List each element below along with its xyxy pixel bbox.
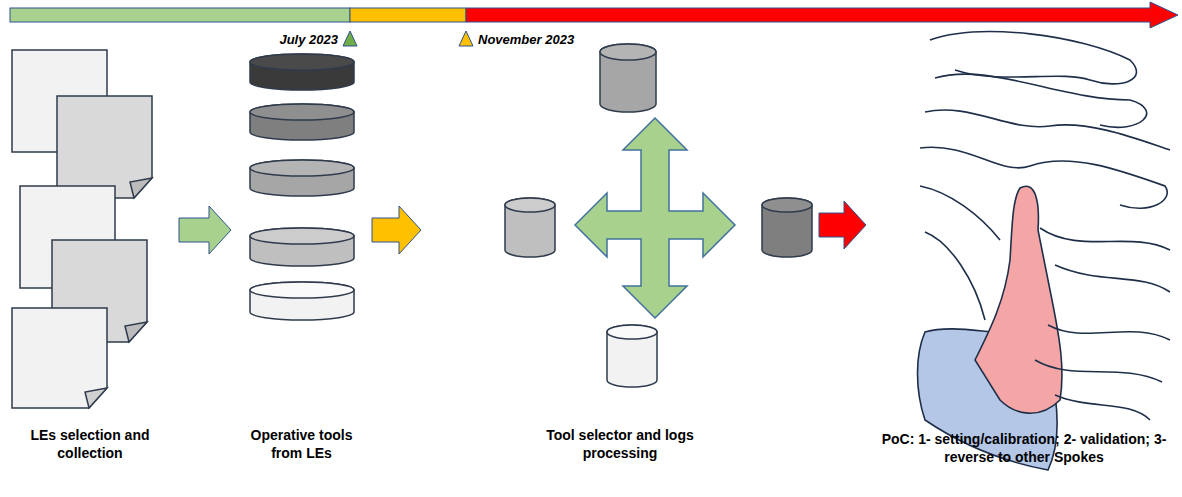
database-cylinder (505, 44, 812, 387)
stage-caption: Tool selector and logs processing (534, 426, 707, 462)
stage-caption: LEs selection and collection (5, 426, 175, 462)
stage-caption: Operative tools from LEs (235, 426, 368, 462)
database-stack (250, 54, 354, 320)
milestone-date: July 2023 (279, 32, 338, 47)
process-stage: Operative tools from LEs (235, 48, 368, 462)
milestone-marker (459, 31, 473, 46)
timeline-bar (10, 2, 1178, 28)
document-stack (12, 50, 152, 408)
stage-caption: PoC: 1- setting/calibration; 2- validati… (870, 430, 1178, 466)
four-way-arrow (575, 118, 735, 318)
process-stage: Tool selector and logs processing (425, 40, 815, 462)
block-arrow (179, 206, 231, 254)
process-stage: PoC: 1- setting/calibration; 2- validati… (870, 36, 1178, 466)
block-arrow (819, 201, 866, 249)
contour-map (918, 32, 1171, 470)
milestone-date: November 2023 (478, 32, 574, 47)
block-arrow (372, 206, 421, 254)
process-stage: LEs selection and collection (5, 48, 175, 462)
milestone-marker (343, 31, 357, 46)
